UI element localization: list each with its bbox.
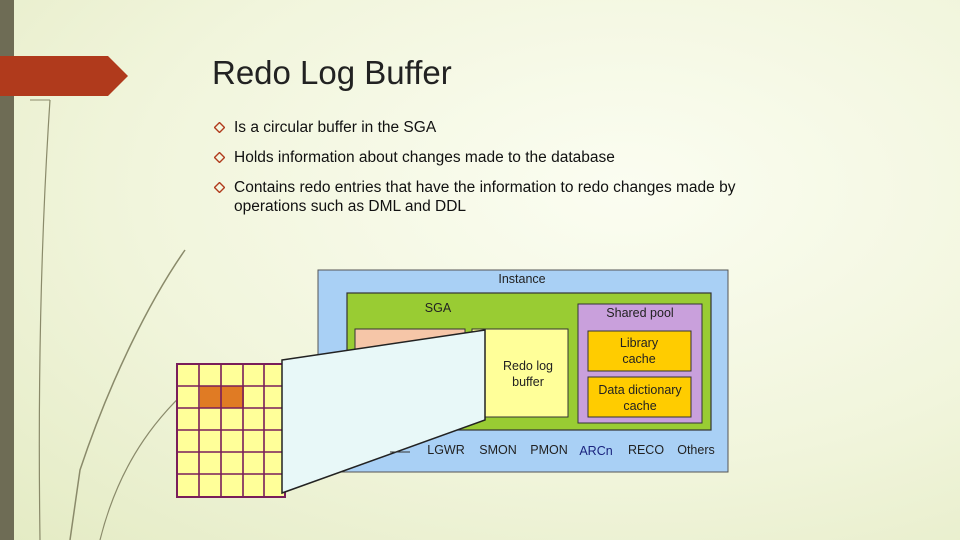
bullet-text: Is a circular buffer in the SGA	[234, 119, 437, 136]
bullet-item: Holds information about changes made to …	[214, 148, 814, 167]
title-accent-tab	[0, 56, 128, 96]
bullet-text: Holds information about changes made to …	[234, 149, 615, 166]
library-cache-box	[587, 330, 692, 372]
instance-label: Instance	[498, 272, 546, 286]
zoom-panel	[281, 329, 486, 495]
redo-log-buffer-box	[471, 328, 569, 418]
process-label-arcn: ARCn	[579, 444, 613, 458]
bullet-text: Contains redo entries that have the info…	[234, 179, 736, 215]
process-label-pmon: PMON	[530, 443, 568, 457]
sga-label: SGA	[424, 301, 452, 315]
slide-title: Redo Log Buffer	[212, 54, 452, 91]
bullet-list: Is a circular buffer in the SGA Holds in…	[214, 118, 814, 227]
process-label-others: Others	[677, 443, 715, 457]
bullet-item: Is a circular buffer in the SGA	[214, 118, 814, 137]
left-accent-bar	[0, 0, 14, 540]
buffer-grid	[176, 363, 286, 498]
diamond-bullet-icon	[214, 122, 225, 133]
data-dictionary-cache-label: Data dictionary cache	[598, 383, 682, 413]
diamond-bullet-icon	[214, 152, 225, 163]
shared-pool-label: Shared pool	[606, 306, 674, 320]
diamond-bullet-icon	[214, 182, 225, 193]
library-cache-label: Library cache	[619, 336, 659, 366]
process-label-lgwr: LGWR	[427, 443, 465, 457]
process-label-reco: RECO	[627, 443, 665, 457]
redo-log-buffer-label: Redo log buffer	[502, 359, 554, 389]
bullet-item: Contains redo entries that have the info…	[214, 178, 794, 216]
data-dictionary-cache-box	[587, 376, 692, 418]
process-label-smon: SMON	[479, 443, 517, 457]
